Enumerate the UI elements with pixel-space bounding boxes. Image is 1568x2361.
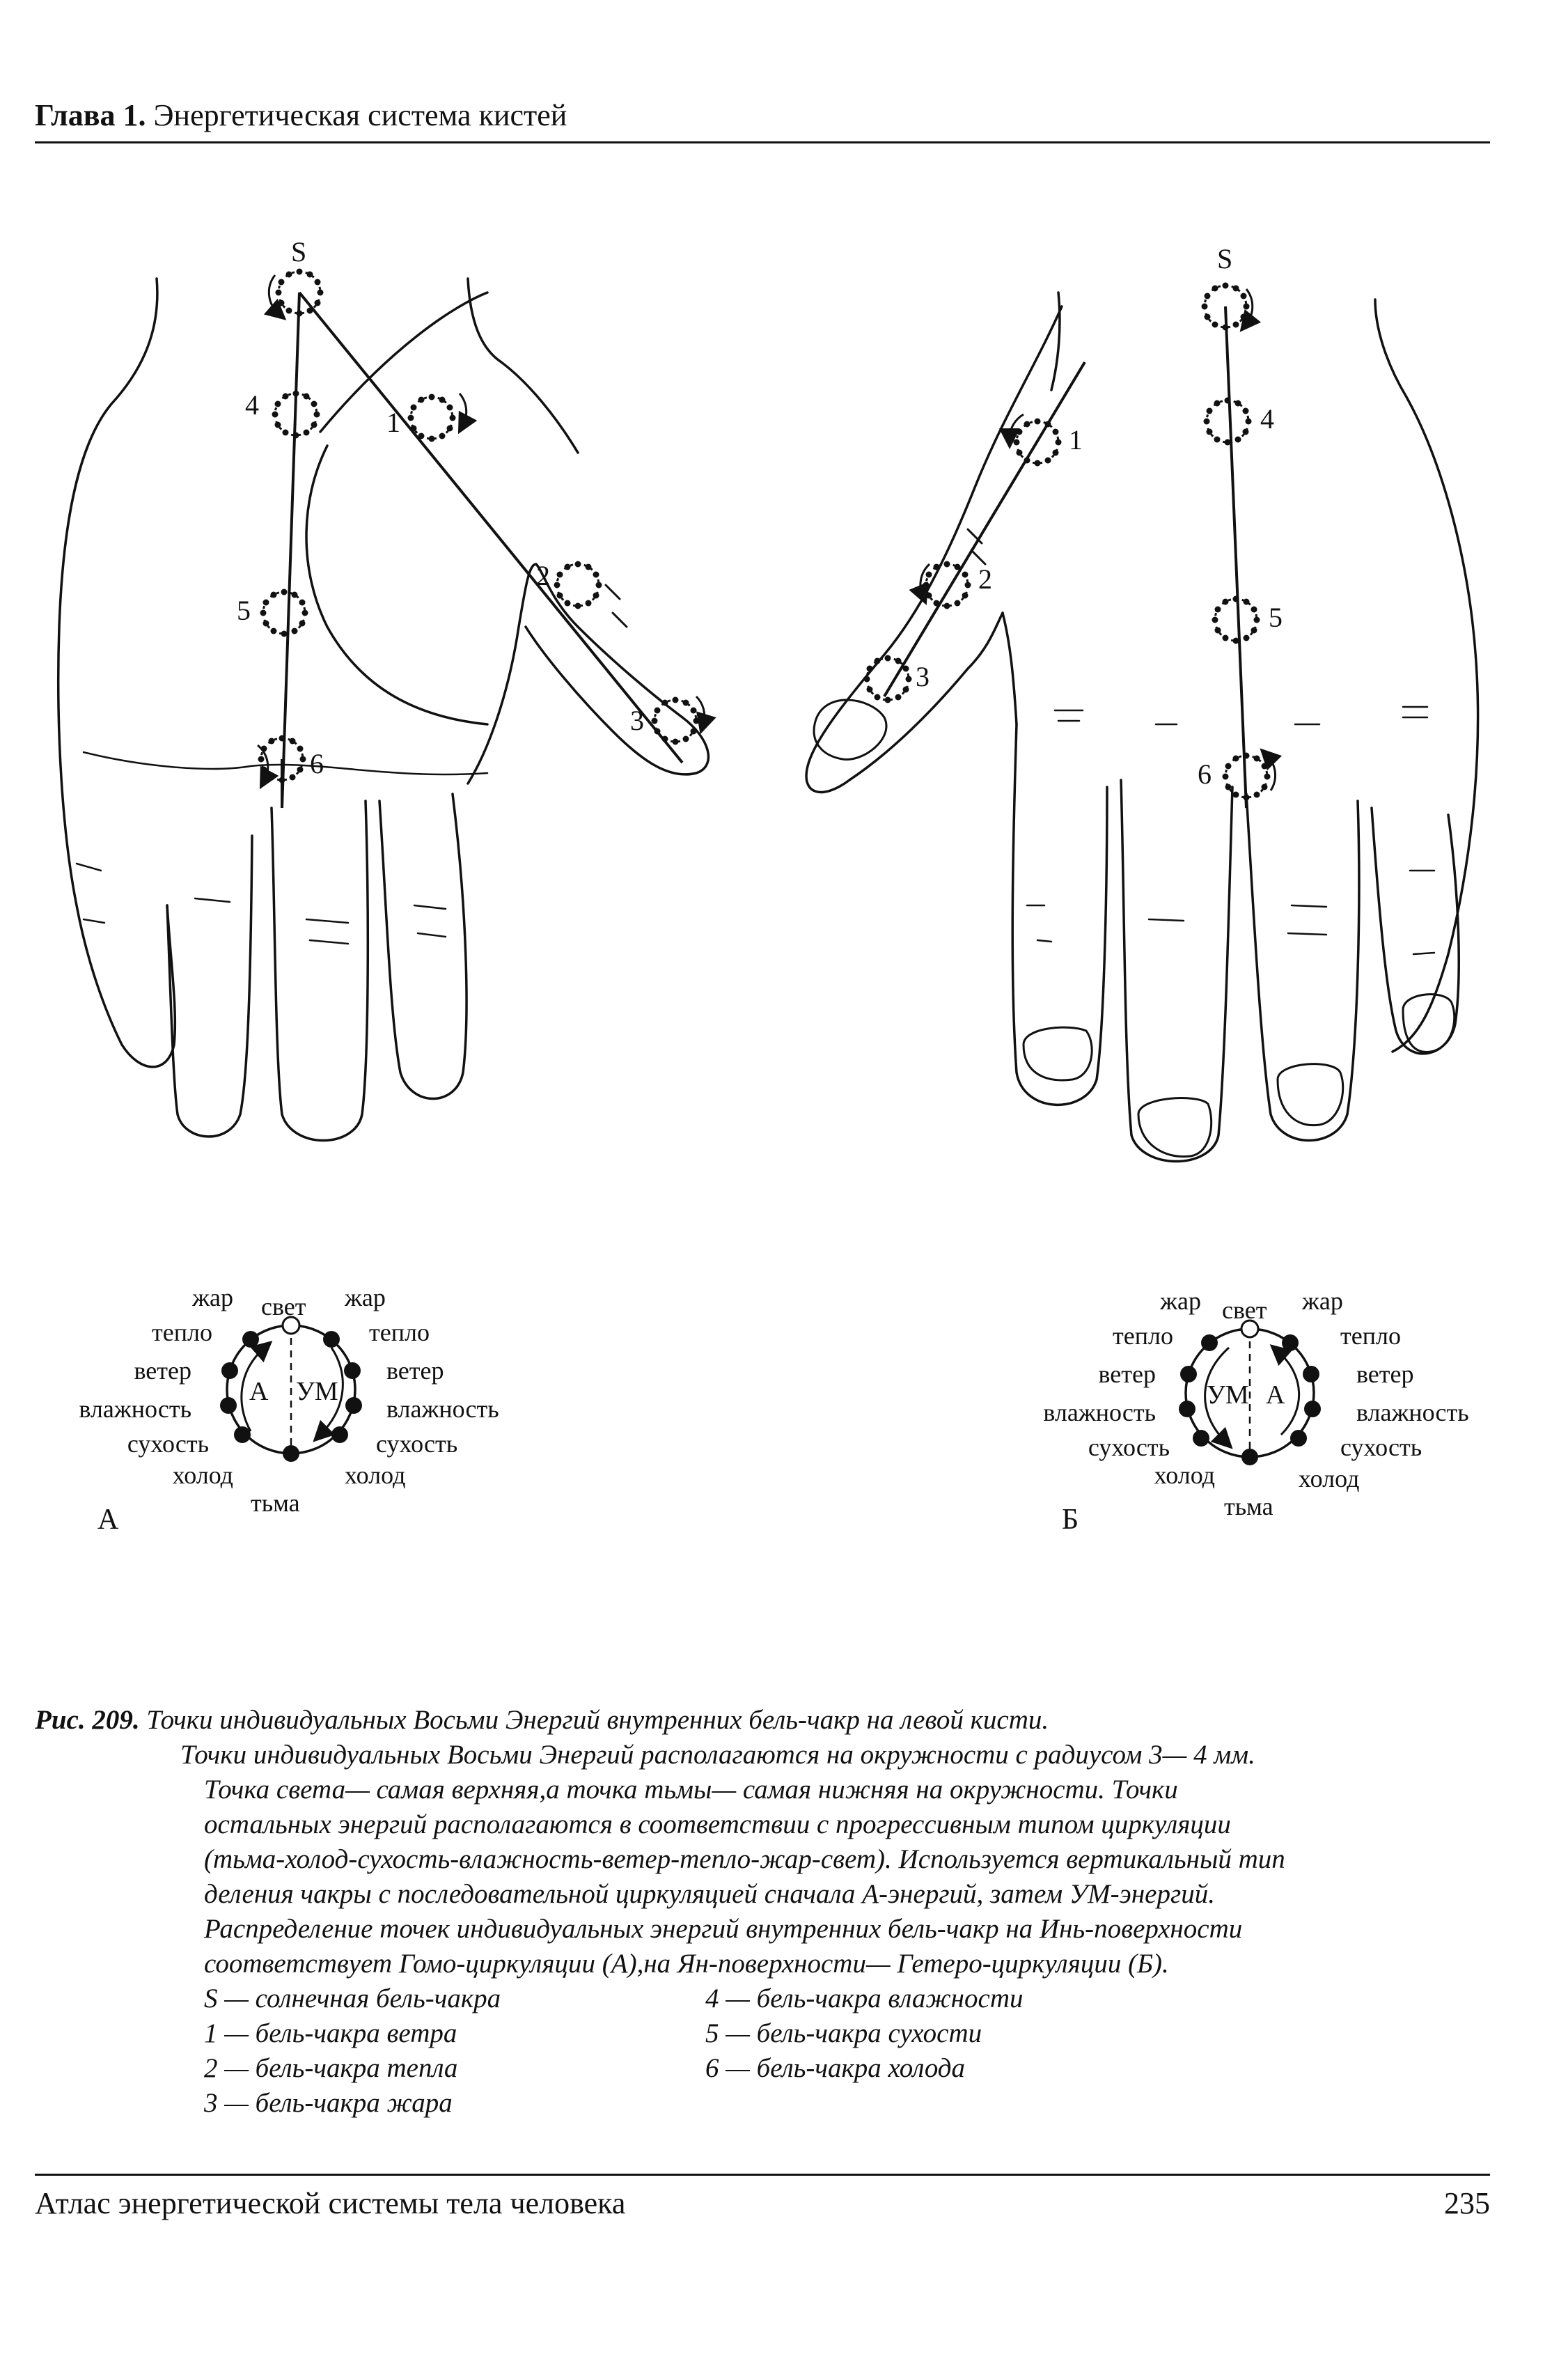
- circle-a-top: свет: [261, 1293, 306, 1320]
- caption-line: Точки индивидуальных Восьми Энергий расп…: [180, 1740, 1255, 1770]
- circle-a-right-2: ветер: [386, 1357, 444, 1385]
- panel-label-b: Б: [1062, 1504, 1079, 1536]
- caption-line: Точка света— самая верхняя,а точка тьмы—…: [204, 1775, 1178, 1805]
- hand-b-label-2: 2: [978, 563, 992, 595]
- panel-label-a: А: [97, 1504, 119, 1536]
- circle-b-inner-right: А: [1266, 1380, 1285, 1410]
- figure-caption: Рис. 209. Точки индивидуальных Восьми Эн…: [35, 1703, 1497, 2121]
- hand-b-channels: [883, 306, 1248, 809]
- hand-b-points: S 1 2 3 4 5 6: [863, 243, 1283, 802]
- circle-b-right-2: ветер: [1356, 1360, 1413, 1388]
- circle-a-inner-left: А: [249, 1377, 269, 1406]
- circle-b-right-5: холод: [1299, 1465, 1359, 1493]
- legend-item: 5 — бель-чакра сухости: [705, 2018, 982, 2048]
- hand-a: [56, 277, 710, 1142]
- hand-a-label-2: 2: [536, 560, 550, 591]
- circle-a-right-0: жар: [344, 1284, 386, 1311]
- figure-label: Рис. 209.: [35, 1705, 140, 1735]
- hand-a-outline: [56, 277, 177, 1068]
- circle-b-left-1: тепло: [1113, 1322, 1173, 1350]
- caption-title: Рис. 209. Точки индивидуальных Восьми Эн…: [35, 1703, 1497, 1738]
- chapter-label: Глава 1.: [35, 98, 146, 132]
- figure-title: Точки индивидуальных Восьми Энергий внут…: [146, 1705, 1049, 1735]
- hand-a-channels: [281, 291, 684, 809]
- caption-body: Точки индивидуальных Восьми Энергий расп…: [180, 1738, 1497, 1981]
- legend-item: 6 — бель-чакра холода: [705, 2053, 966, 2083]
- hand-b-label-4: 4: [1260, 403, 1274, 435]
- chapter-title: Энергетическая система кистей: [153, 98, 567, 132]
- book-title: Атлас энергетической системы тела челове…: [35, 2186, 626, 2220]
- hand-b-label-6: 6: [1198, 758, 1212, 790]
- circle-b-left-3: влажность: [1043, 1398, 1156, 1426]
- circle-b-right-1: тепло: [1340, 1322, 1401, 1350]
- legend-item: S — солнечная бель-чакра: [204, 1984, 501, 2013]
- caption-line: (тьма-холод-сухость-влажность-ветер-тепл…: [204, 1844, 1285, 1874]
- footer-divider: [35, 2174, 1490, 2176]
- circle-a-right-5: холод: [345, 1461, 405, 1489]
- circle-a-left-4: сухость: [127, 1430, 209, 1458]
- circle-b-top: свет: [1222, 1296, 1267, 1324]
- hand-b: [805, 291, 1480, 1163]
- circle-b-right-0: жар: [1301, 1287, 1343, 1315]
- page-number: 235: [1444, 2186, 1490, 2220]
- chapter-header: Глава 1. Энергетическая система кистей: [35, 98, 1490, 133]
- hand-a-label-6: 6: [310, 748, 324, 779]
- circle-a-left-0: жар: [191, 1284, 233, 1311]
- hand-b-label-1: 1: [1069, 424, 1083, 455]
- hand-a-label-4: 4: [245, 389, 259, 421]
- legend-column-right: 4 — бель-чакра влажности 5 — бель-чакра …: [705, 1981, 1207, 2121]
- circle-a-left-1: тепло: [152, 1318, 212, 1346]
- legend-item: 1 — бель-чакра ветра: [204, 2018, 457, 2048]
- hand-a-label-3: 3: [630, 705, 644, 736]
- circle-a-left-2: ветер: [134, 1357, 191, 1385]
- caption-legend: S — солнечная бель-чакра 1 — бель-чакра …: [204, 1981, 1497, 2121]
- circle-a-left-3: влажность: [79, 1395, 191, 1423]
- hand-b-label-5: 5: [1269, 602, 1283, 633]
- circle-a-right-4: сухость: [376, 1430, 457, 1458]
- circle-diagram-a: А УМ свет тьма жар тепло ветер влажность…: [79, 1284, 499, 1536]
- circle-b-right-4: сухость: [1340, 1433, 1422, 1461]
- circle-b-left-5: холод: [1154, 1461, 1215, 1489]
- circle-b-left-4: сухость: [1088, 1433, 1170, 1461]
- caption-line: Распределение точек индивидуальных энерг…: [204, 1914, 1243, 1944]
- circle-b-inner-left: УМ: [1207, 1380, 1249, 1410]
- hand-b-label-3: 3: [916, 661, 930, 692]
- hand-a-label-s: S: [291, 236, 306, 267]
- circle-b-bottom: тьма: [1224, 1493, 1273, 1520]
- legend-item: 4 — бель-чакра влажности: [705, 1984, 1024, 2013]
- hands-illustration: S 1 2 3 4 5 6: [56, 236, 1480, 1536]
- hand-a-label-5: 5: [237, 595, 251, 626]
- header-divider: [35, 141, 1490, 143]
- hand-b-label-s: S: [1217, 243, 1232, 274]
- circle-a-right-3: влажность: [386, 1395, 499, 1423]
- circle-a-inner-right: УМ: [296, 1377, 338, 1406]
- circle-a-left-5: холод: [173, 1461, 233, 1489]
- circle-a-bottom: тьма: [251, 1489, 300, 1517]
- hand-a-points: S 1 2 3 4 5 6: [237, 236, 716, 790]
- legend-item: 3 — бель-чакра жара: [204, 2088, 453, 2118]
- hand-b-thumbnail: [813, 699, 888, 761]
- circle-b-left-0: жар: [1159, 1287, 1201, 1315]
- caption-line: остальных энергий располагаются в соотве…: [204, 1809, 1231, 1839]
- circle-diagram-b: УМ А свет тьма жар тепло ветер влажность…: [1043, 1287, 1468, 1536]
- legend-item: 2 — бель-чакра тепла: [204, 2053, 458, 2083]
- hand-a-crease: [82, 751, 489, 776]
- circle-a-right-1: тепло: [369, 1318, 430, 1346]
- circle-b-left-2: ветер: [1099, 1360, 1156, 1388]
- caption-line: соответствует Гомо-циркуляции (А),на Ян-…: [204, 1949, 1169, 1979]
- hand-a-label-1: 1: [386, 407, 400, 438]
- circle-b-right-3: влажность: [1356, 1398, 1469, 1426]
- legend-column-left: S — солнечная бель-чакра 1 — бель-чакра …: [204, 1981, 705, 2121]
- caption-line: деления чакры с последовательной циркуля…: [204, 1879, 1215, 1909]
